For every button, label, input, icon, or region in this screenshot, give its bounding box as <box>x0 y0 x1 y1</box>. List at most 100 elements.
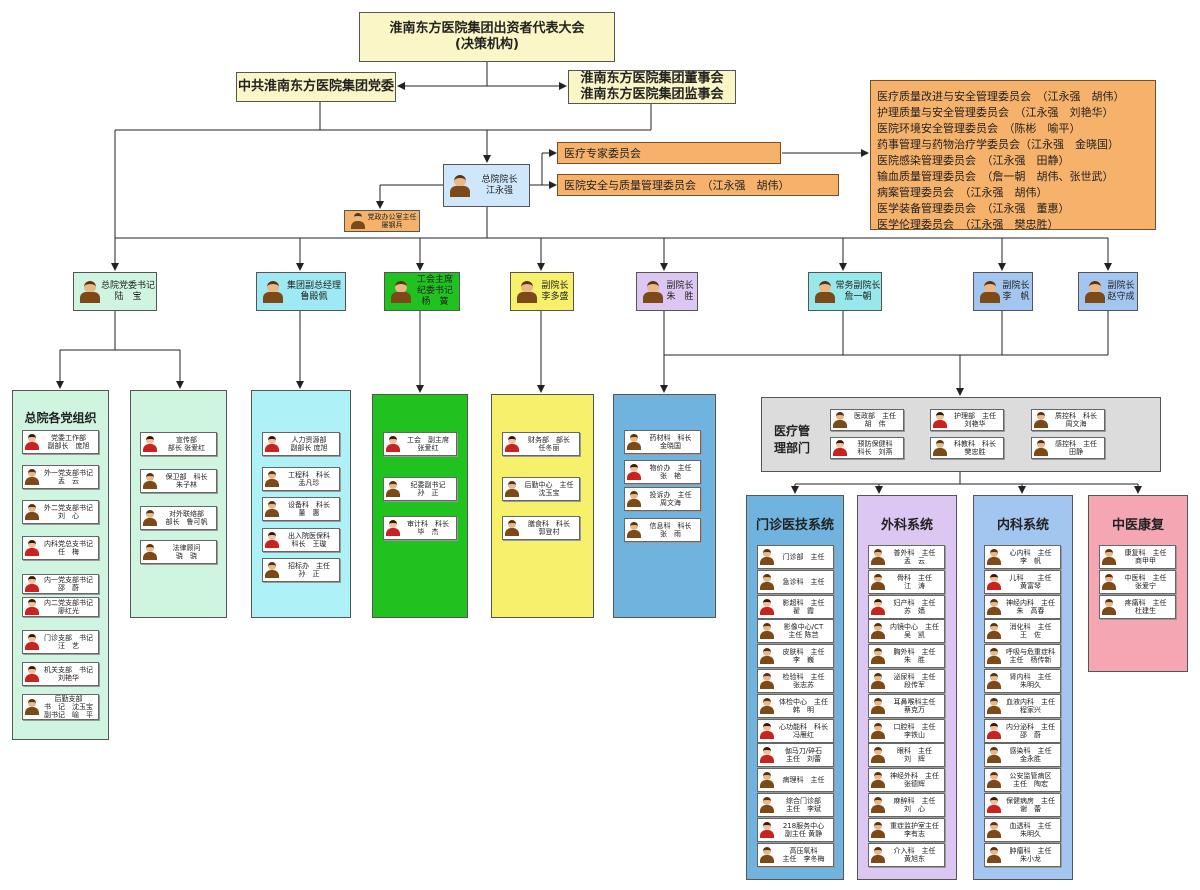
staff-card-label: 血液内科 主任 程家兴 <box>1006 697 1055 714</box>
staff-card-label: 康复科 主任 商甲甲 <box>1124 548 1167 565</box>
person-avatar-icon <box>386 481 400 497</box>
staff-card: 普外科 主任 孟 云 <box>868 545 945 569</box>
leader-box: 集团副总经理 鲁殿佩 <box>256 272 346 311</box>
staff-card-label: 后勤支部 书 记 沈玉宝 副书记 喻 平 <box>44 694 93 720</box>
person-avatar-icon <box>760 697 774 714</box>
staff-card: 急诊科 主任 <box>757 569 834 594</box>
staff-card-label: 机关支部 书记 刘艳华 <box>44 665 93 682</box>
staff-card-label: 工程科 科长 孟凡珍 <box>288 470 330 487</box>
propaganda-column <box>130 390 227 618</box>
staff-card-label: 心内科 主任 李 帆 <box>1009 548 1052 565</box>
staff-card-label: 膳食科 科长 郭登村 <box>528 519 570 536</box>
person-avatar-icon <box>933 440 947 456</box>
person-avatar-icon <box>265 471 279 487</box>
staff-card: 儿科 主任 黄富琴 <box>984 569 1061 594</box>
person-avatar-icon <box>760 623 774 640</box>
committees-list: 医疗质量改进与安全管理委员会 （江永强 胡伟）护理质量与安全管理委员会 （江永强… <box>870 80 1156 231</box>
staff-card-label: 感控科 主任 田静 <box>1055 439 1097 456</box>
staff-card-label: 审计科 科长 毕 杰 <box>407 519 449 536</box>
staff-card: 介入科 主任 黄旭东 <box>868 842 945 867</box>
committee-item: 药事管理与药物治疗学委员会（江永强 金晓国） <box>877 138 1119 151</box>
top-subtitle: (决策机构) <box>455 37 519 52</box>
staff-card: 内镜中心 主任 吴 凯 <box>868 619 945 644</box>
person-avatar-icon <box>871 573 885 590</box>
staff-card: 神经内科 主任 朱 高春 <box>984 594 1061 619</box>
staff-card-label: 内分泌科 主任 邵 蔚 <box>1006 722 1055 739</box>
staff-card: 信息科 科长 张 雨 <box>624 518 701 542</box>
staff-card: 影超科 主任 翟 霞 <box>757 594 834 619</box>
person-avatar-icon <box>871 697 885 714</box>
person-avatar-icon <box>143 544 157 560</box>
president-box: 总院院长 江永强 <box>443 164 530 207</box>
staff-card: 218服务中心 副主任 黄静 <box>757 817 834 842</box>
staff-card-label: 设备科 科长 董 惠 <box>288 500 330 517</box>
person-avatar-icon <box>25 540 39 556</box>
staff-card-label: 218服务中心 副主任 黄静 <box>782 821 825 838</box>
staff-card: 感控科 主任 田静 <box>1031 437 1105 459</box>
person-avatar-icon <box>980 280 1000 303</box>
staff-card: 后勤支部 书 记 沈玉宝 副书记 喻 平 <box>22 694 99 720</box>
staff-card: 感染科 主任 金永胜 <box>984 743 1061 768</box>
expert-committee-label: 医疗专家委员会 <box>564 147 641 160</box>
person-avatar-icon <box>871 623 885 640</box>
leader-label: 工会主席 纪委书记 杨 簧 <box>416 275 453 307</box>
person-avatar-icon <box>871 673 885 689</box>
staff-card: 内一党支部书记 邵 蔚 <box>22 574 99 594</box>
staff-card: 药材科 科长 金晓国 <box>624 430 701 454</box>
staff-card: 康复科 主任 商甲甲 <box>1099 545 1176 569</box>
person-avatar-icon <box>1102 573 1116 590</box>
staff-card-label: 麻醉科 主任 刘 心 <box>893 796 936 813</box>
staff-card: 工会 副主席 张爱红 <box>383 432 457 456</box>
person-avatar-icon <box>987 821 1001 838</box>
staff-card: 综合门诊部 主任 李斌 <box>757 793 834 817</box>
staff-card-label: 质控科 科长 周文海 <box>1055 411 1097 428</box>
president-label: 总院院长 江永强 <box>481 174 518 196</box>
person-avatar-icon <box>517 280 537 303</box>
staff-card: 内分泌科 主任 邵 蔚 <box>984 718 1061 743</box>
staff-card-label: 物价办 主任 张 艳 <box>649 463 692 480</box>
staff-card-label: 综合门诊部 主任 李斌 <box>786 796 821 813</box>
staff-card-label: 影超科 主任 翟 霞 <box>782 598 825 615</box>
person-avatar-icon <box>871 747 885 764</box>
staff-card-label: 财务部 部长 任冬丽 <box>528 435 570 452</box>
staff-card-label: 护理部 主任 刘艳华 <box>954 411 996 428</box>
person-avatar-icon <box>987 549 1001 565</box>
staff-card: 影像中心/CT 主任 陈芑 <box>757 619 834 644</box>
staff-card-label: 耳鼻喉科主任 蔡克万 <box>893 697 936 714</box>
staff-card-label: 宣传部 部长 张爱红 <box>167 435 206 452</box>
staff-card-label: 泌尿科 主任 段传军 <box>893 672 936 689</box>
staff-card-label: 妇产科 主任 苏 嫱 <box>893 598 936 615</box>
person-avatar-icon <box>1034 440 1048 456</box>
person-avatar-icon <box>627 464 641 480</box>
committee-item: 医学装备管理委员会 （江永强 董惠） <box>877 202 1070 215</box>
leader-box: 副院长 李多盛 <box>510 272 574 311</box>
person-avatar-icon <box>987 772 1001 789</box>
medical-dept-title: 医疗管 理部门 <box>774 424 811 455</box>
party-committee-label: 中共淮南东方医院集团党委 <box>237 79 394 95</box>
committee-item: 医学伦理委员会 （江永强 樊忠胜） <box>877 218 1059 231</box>
staff-card-label: 肿瘤科 主任 朱小龙 <box>1009 846 1052 863</box>
leader-label: 副院长 赵守成 <box>1107 280 1135 302</box>
person-avatar-icon <box>871 648 885 665</box>
person-avatar-icon <box>265 532 279 548</box>
staff-card-label: 药材科 科长 金晓国 <box>649 433 692 450</box>
person-avatar-icon <box>871 722 885 739</box>
person-avatar-icon <box>760 598 774 615</box>
person-avatar-icon <box>760 673 774 689</box>
staff-card-label: 体检中心 主任 韩 明 <box>779 697 828 714</box>
person-avatar-icon <box>25 599 39 615</box>
staff-card: 血透科 主任 朱明久 <box>984 817 1061 842</box>
staff-card-label: 保卫部 科长 朱子林 <box>165 472 208 489</box>
staff-card-label: 纪委副书记 孙 正 <box>410 480 446 497</box>
staff-card-label: 神经内科 主任 朱 高春 <box>1006 598 1055 615</box>
staff-card: 设备科 科长 董 惠 <box>262 497 340 521</box>
staff-card: 对外联络部 部长 鲁可帆 <box>140 506 217 530</box>
staff-card-label: 门诊部 主任 <box>782 552 825 561</box>
person-avatar-icon <box>143 473 157 489</box>
staff-card: 耳鼻喉科主任 蔡克万 <box>868 693 945 718</box>
person-avatar-icon <box>1085 280 1105 303</box>
staff-card: 质控科 科长 周文海 <box>1031 409 1105 431</box>
staff-card: 内科党总支书记 任 梅 <box>22 536 99 560</box>
person-avatar-icon <box>627 491 641 507</box>
